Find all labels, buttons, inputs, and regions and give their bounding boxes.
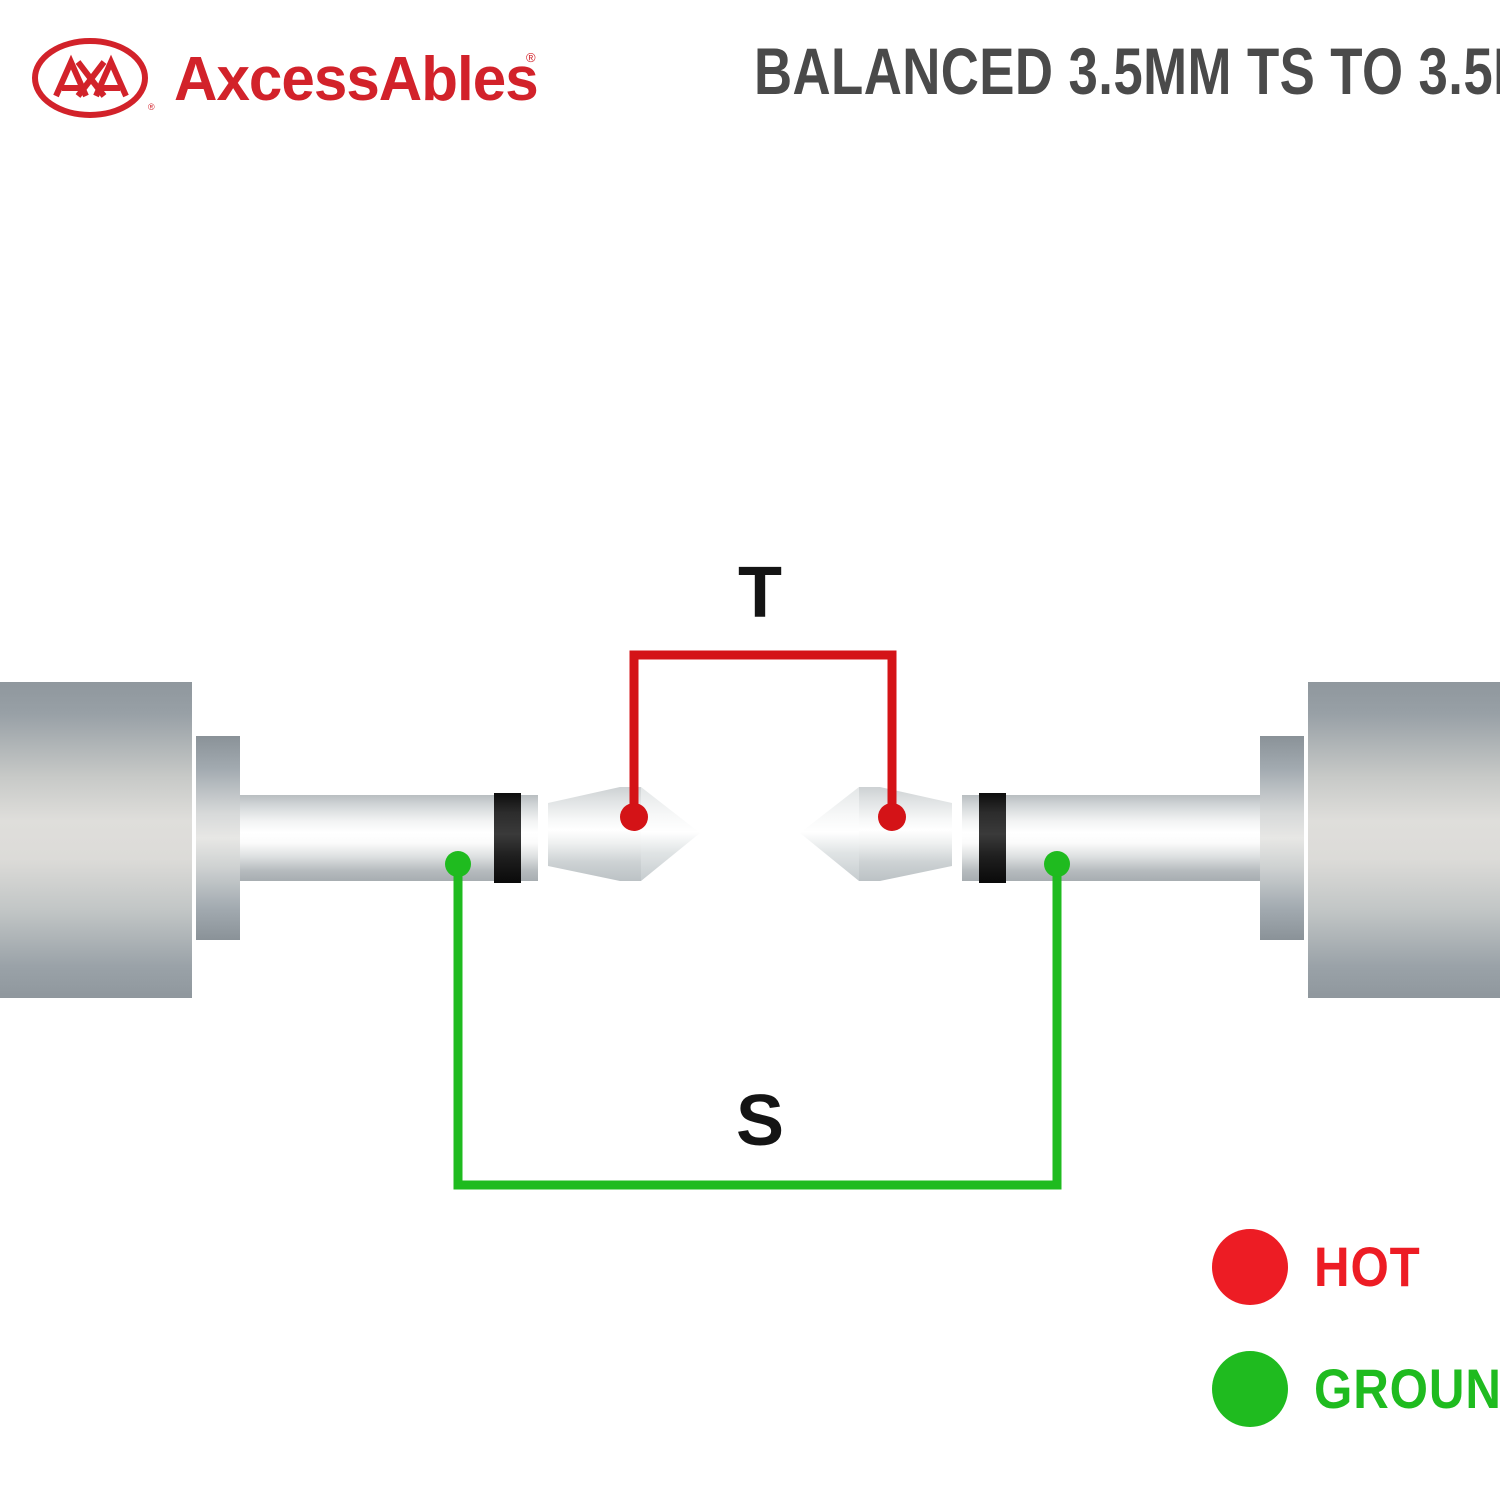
right-connector-sleeve — [1005, 795, 1260, 881]
left-connector-insulator-ring — [494, 793, 521, 883]
right-connector-collar — [1260, 736, 1304, 940]
right-connector-tip-body — [859, 787, 952, 881]
legend-label-hot: HOT — [1314, 1235, 1421, 1298]
legend-label-ground: GROUND — [1314, 1357, 1500, 1420]
brand-wordmark: AxcessAbles ® — [174, 44, 539, 113]
brand-wordmark-text: AxcessAbles — [174, 44, 538, 113]
legend-swatch-ground — [1212, 1351, 1288, 1427]
tip-wire-label: T — [738, 553, 782, 633]
registered-mark: ® — [526, 50, 536, 65]
page-header: ® AxcessAbles ® BALANCED 3.5MM TS TO 3.5… — [0, 0, 1500, 140]
right-connector-insulator-ring — [979, 793, 1006, 883]
left-connector-band — [521, 795, 538, 881]
left-connector-tip-body — [548, 787, 641, 881]
legend-item-ground: GROUND — [1212, 1350, 1500, 1428]
tip-wire-path — [629, 650, 897, 815]
legend: HOT GROUND — [1212, 1228, 1500, 1428]
brand-logo: ® AxcessAbles ® — [30, 28, 540, 128]
right-connector-tip-cone — [800, 787, 859, 881]
left-connector-barrel — [0, 682, 192, 998]
left-connector — [0, 682, 700, 998]
sleeve-solder-point-right — [1044, 851, 1070, 877]
tip-solder-point-left — [620, 803, 648, 831]
right-connector — [800, 682, 1500, 998]
page-title: BALANCED 3.5MM TS TO 3.5MM TS — [754, 34, 1500, 108]
legend-item-hot: HOT — [1212, 1228, 1480, 1306]
tip-solder-point-right — [878, 803, 906, 831]
right-connector-barrel — [1308, 682, 1500, 998]
right-connector-band — [962, 795, 979, 881]
left-connector-collar — [196, 736, 240, 940]
sleeve-wire-connection — [445, 851, 1070, 1190]
registered-mark-small: ® — [148, 102, 155, 112]
sleeve-wire-label: S — [735, 1081, 785, 1161]
axa-oval-logo-icon: ® — [32, 38, 155, 118]
sleeve-wire-path — [453, 866, 1062, 1190]
legend-swatch-hot — [1212, 1229, 1288, 1305]
left-connector-tip-cone — [641, 787, 700, 881]
tip-wire-connection — [620, 650, 906, 831]
sleeve-solder-point-left — [445, 851, 471, 877]
